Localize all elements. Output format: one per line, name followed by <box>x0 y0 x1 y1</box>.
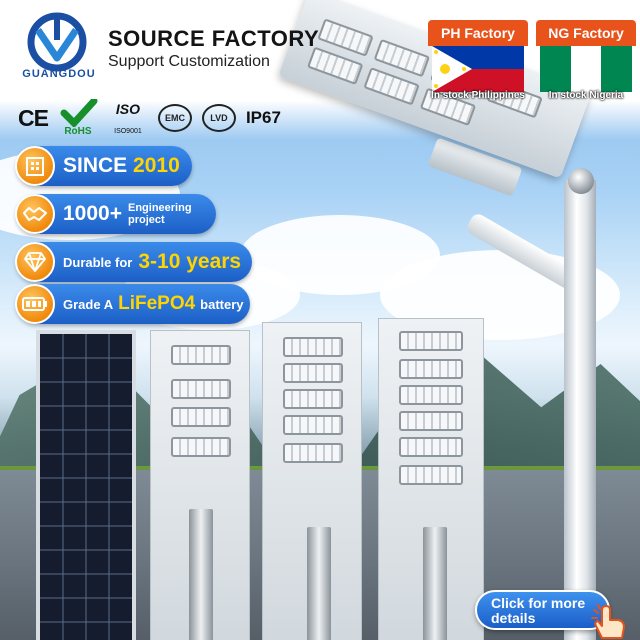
handshake-icon <box>15 194 55 234</box>
checkmark-icon <box>60 97 98 129</box>
ph-factory-label: PH Factory <box>428 20 528 46</box>
brand-name: GUANGDOU <box>22 68 96 80</box>
durable-badge: Durable for 3-10 years <box>15 242 252 282</box>
ng-factory-card: NG Factory In stock Nigeria <box>536 20 636 106</box>
lamp-large <box>378 318 484 640</box>
ip-rating: IP67 <box>245 108 281 127</box>
solar-panel <box>36 330 136 640</box>
battery-prefix: Grade A <box>63 296 114 312</box>
battery-badge: Grade A LiFePO4 battery <box>15 284 250 324</box>
battery-suffix: battery <box>200 296 244 312</box>
led-module <box>283 389 343 409</box>
led-module <box>283 363 343 383</box>
solar-cell-grid <box>40 334 132 640</box>
since-prefix: SINCE <box>63 154 128 177</box>
certification-row: CE RoHS ISO ISO9001 EMC LVD IP67 <box>18 97 281 138</box>
battery-value: LiFePO4 <box>118 293 196 314</box>
more-details-button[interactable]: Click for more details <box>475 590 610 630</box>
led-module <box>171 437 231 457</box>
led-module <box>171 407 231 427</box>
led-module <box>399 465 463 485</box>
led-module <box>283 415 343 435</box>
pole-cap <box>568 168 594 194</box>
iso-mark: ISO ISO9001 <box>108 99 148 137</box>
since-year: 2010 <box>133 154 180 177</box>
led-module <box>171 379 231 399</box>
lamp-medium <box>262 322 362 640</box>
rohs-label: RoHS <box>64 126 92 137</box>
led-module <box>399 411 463 431</box>
nigeria-flag-icon <box>540 46 632 92</box>
mount-bracket <box>423 527 447 640</box>
projects-line1: Engineering <box>127 202 192 214</box>
building-icon <box>15 146 55 186</box>
emc-mark: EMC <box>157 104 192 132</box>
pointing-hand-icon <box>591 604 625 639</box>
cta-line2: details <box>491 610 536 626</box>
mount-bracket <box>307 527 331 640</box>
iso-label: ISO <box>115 101 141 117</box>
since-badge: SINCE 2010 <box>15 146 192 186</box>
iso-sub-label: ISO9001 <box>114 128 142 135</box>
cta-line1: Click for more <box>491 595 586 611</box>
mount-bracket <box>189 509 213 640</box>
ng-stock-label: In stock Nigeria <box>548 90 624 101</box>
projects-badge: 1000+ Engineering project <box>15 194 216 234</box>
lvd-mark: LVD <box>201 104 236 132</box>
battery-icon <box>15 284 55 324</box>
ph-stock-label: In stock Philippines <box>431 90 525 101</box>
page-title: SOURCE FACTORY <box>108 26 320 51</box>
lamp-pole <box>564 180 596 640</box>
led-module <box>399 437 463 457</box>
ce-mark: CE <box>18 104 49 131</box>
guangdou-logo <box>27 12 87 72</box>
page-subtitle: Support Customization <box>108 53 270 70</box>
led-module <box>283 443 343 463</box>
projects-count: 1000+ <box>63 202 122 225</box>
durable-prefix: Durable for <box>63 254 133 270</box>
rohs-mark: RoHS <box>58 97 98 137</box>
led-module <box>399 359 463 379</box>
projects-line2: project <box>127 214 165 226</box>
led-module <box>171 345 231 365</box>
led-module <box>283 337 343 357</box>
led-module <box>399 385 463 405</box>
ng-factory-label: NG Factory <box>536 20 636 46</box>
lamp-small <box>150 330 250 640</box>
durable-value: 3-10 years <box>138 250 242 273</box>
diamond-icon <box>15 242 55 282</box>
led-module <box>399 331 463 351</box>
philippines-flag-icon <box>432 46 524 92</box>
ph-factory-card: PH Factory In stock Philippines <box>428 20 528 106</box>
